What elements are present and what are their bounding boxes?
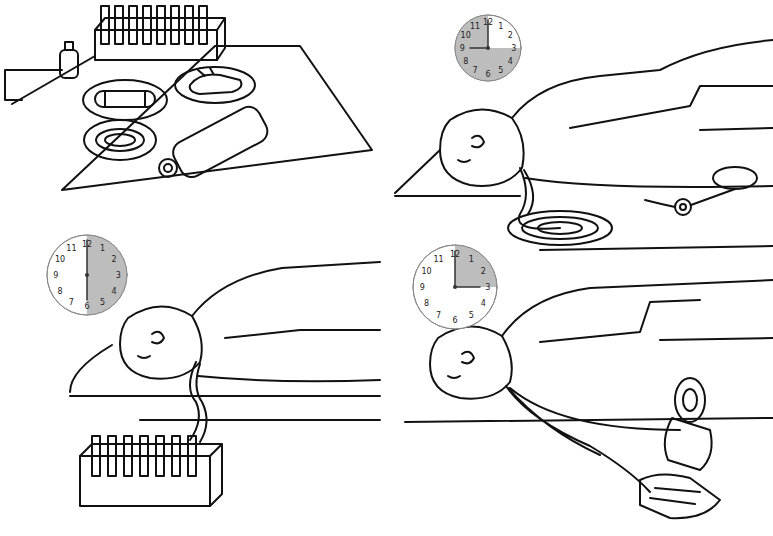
clock-number: 8: [424, 299, 429, 308]
clock-number: 6: [84, 302, 89, 311]
clock-face: [413, 245, 497, 329]
clock-number: 6: [452, 315, 457, 324]
clock-number: 11: [434, 254, 444, 263]
clock-number: 9: [460, 44, 465, 53]
clock-number: 9: [420, 283, 425, 292]
clock-number: 3: [511, 44, 516, 53]
clock-number: 4: [508, 56, 513, 65]
clock-number: 5: [498, 66, 503, 75]
equipment-table: [5, 6, 372, 190]
clock-number: 1: [469, 254, 474, 263]
clock-number: 2: [508, 31, 513, 40]
clock-number: 7: [473, 66, 478, 75]
clock-number: 2: [481, 266, 486, 275]
clock-number: 10: [461, 31, 471, 40]
clock-number: 2: [111, 255, 116, 264]
clock-number: 4: [481, 299, 486, 308]
clock-number: 8: [463, 56, 468, 65]
clock-number: 11: [470, 21, 480, 30]
clock-number: 4: [111, 286, 116, 295]
clock-number: 8: [57, 286, 62, 295]
clock-number: 11: [66, 243, 76, 252]
clock-number: 7: [69, 298, 74, 307]
clock-number: 12: [483, 18, 493, 27]
clock-number: 7: [436, 311, 441, 320]
clock-number: 1: [498, 21, 503, 30]
clock-number: 10: [422, 266, 432, 275]
clock-number: 6: [485, 69, 490, 78]
clock-number: 12: [450, 250, 460, 259]
clock-number: 5: [100, 298, 105, 307]
clock-number: 10: [55, 255, 65, 264]
clock-number: 3: [116, 271, 121, 280]
patient-figure: [395, 40, 773, 250]
clock-number: 5: [469, 311, 474, 320]
clock-face: [455, 15, 521, 81]
clock-number: 9: [53, 271, 58, 280]
clock-number: 12: [82, 239, 92, 248]
clock-number: 1: [100, 243, 105, 252]
clock-number: 3: [485, 283, 490, 292]
clock-face: [47, 235, 127, 315]
